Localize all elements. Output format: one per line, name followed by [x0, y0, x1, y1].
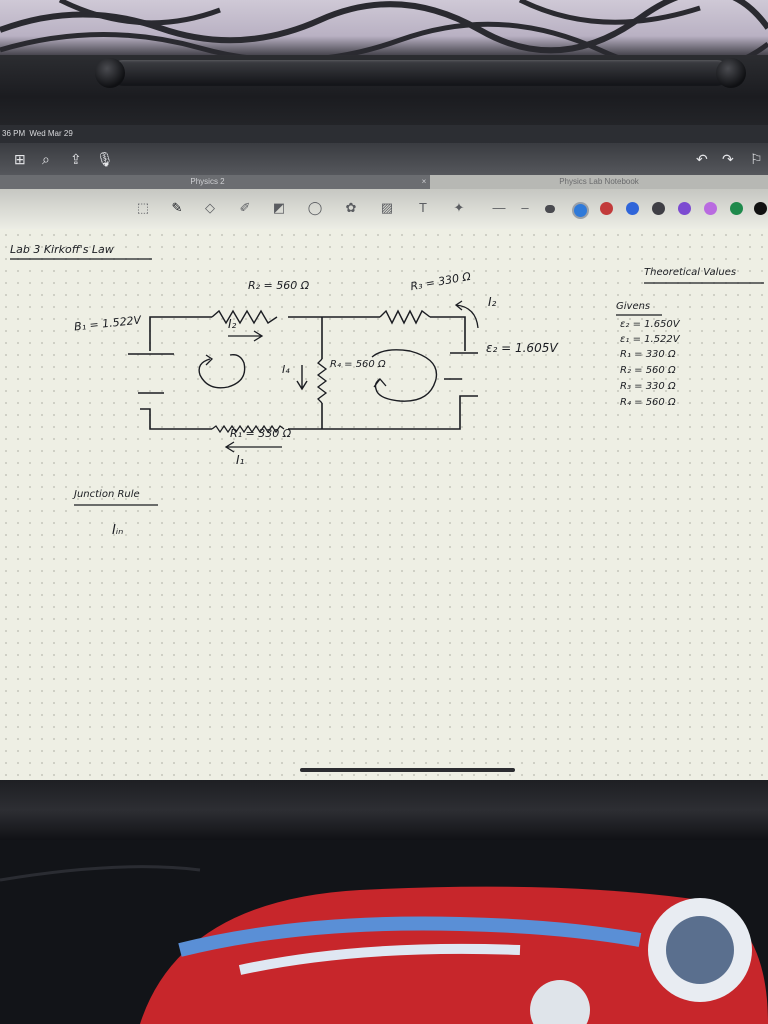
color-swatch[interactable]	[545, 205, 555, 213]
given-r4: R₄ = 560 Ω	[620, 397, 676, 408]
givens-heading: Givens	[616, 301, 651, 312]
color-swatch[interactable]	[600, 202, 613, 215]
i2-label-top: I₂	[228, 317, 237, 331]
color-swatch[interactable]	[652, 202, 665, 215]
given-r2: R₂ = 560 Ω	[620, 365, 676, 376]
r1-label: R₁ = 330 Ω	[230, 427, 292, 440]
given-r1: R₁ = 330 Ω	[620, 349, 676, 360]
text-box-icon[interactable]: T	[419, 200, 427, 215]
i-in-label: Iᵢₙ	[112, 523, 124, 538]
junction-rule-heading: Junction Rule	[74, 489, 140, 500]
r4-label: R₄ = 560 Ω	[330, 359, 386, 370]
search-icon[interactable]: ⌕	[42, 151, 50, 167]
lasso-icon[interactable]: ⬚	[136, 200, 150, 215]
laser-icon[interactable]: ✦	[453, 200, 465, 215]
app-toolbar: ⊞ ⌕ ⇪ 🎙 ↶ ↷ ⚐	[0, 143, 768, 175]
i4-label: I₄	[282, 363, 290, 376]
tab-physics-2[interactable]: Physics 2	[0, 175, 415, 189]
color-swatch[interactable]	[678, 202, 691, 215]
thin-line-icon[interactable]: —	[492, 200, 506, 215]
thin-dash-icon[interactable]: –	[521, 200, 529, 215]
bookmark-icon[interactable]: ⚐	[750, 151, 763, 167]
notebook-page[interactable]: Lab 3 Kirkoff's Law	[0, 229, 768, 780]
given-e1: ε₁ = 1.522V	[620, 334, 680, 345]
color-swatch[interactable]	[754, 202, 767, 215]
r2-label: R₂ = 560 Ω	[248, 279, 310, 292]
apple-pencil	[110, 60, 730, 86]
share-icon[interactable]: ⇪	[70, 151, 82, 167]
status-bar: 36 PM Wed Mar 29	[0, 125, 768, 143]
theoretical-values-heading: Theoretical Values	[644, 267, 737, 278]
microphone-icon[interactable]: 🎙	[96, 151, 114, 167]
lab-title: Lab 3 Kirkoff's Law	[10, 243, 114, 256]
status-date: Wed Mar 29	[29, 129, 73, 138]
image-icon[interactable]: ▨	[380, 200, 394, 215]
tablet-bottom-bezel	[0, 780, 768, 840]
notebook-tabs: Physics 2 × Physics Lab Notebook	[0, 175, 768, 189]
status-time: 36 PM	[2, 129, 26, 138]
e2-label: ε₂ = 1.605V	[486, 341, 558, 355]
color-swatch[interactable]	[704, 202, 717, 215]
pen-icon[interactable]: ✎	[171, 200, 183, 215]
pencil-end-right	[716, 58, 746, 88]
shapes-icon[interactable]: ◩	[272, 200, 286, 215]
color-swatch[interactable]	[572, 202, 589, 219]
given-r3: R₃ = 330 Ω	[620, 381, 676, 392]
home-indicator[interactable]	[300, 768, 515, 772]
circuit-diagram	[10, 258, 764, 506]
i1-label: I₁	[236, 453, 245, 467]
lasso-select-icon[interactable]: ◯	[307, 200, 323, 215]
background-shirt-graphic	[0, 840, 768, 1024]
car-graphic	[0, 865, 768, 1024]
tab-close-icon[interactable]: ×	[421, 177, 427, 186]
given-e2: ε₂ = 1.650V	[620, 319, 680, 330]
color-swatch[interactable]	[730, 202, 743, 215]
sticker-icon[interactable]: ✿	[345, 200, 357, 215]
undo-icon[interactable]: ↶	[696, 151, 708, 167]
tab-label: Physics 2	[190, 177, 225, 186]
i2-label-right: I₂	[488, 295, 497, 309]
highlighter-icon[interactable]: ✐	[239, 200, 251, 215]
tab-physics-lab-notebook[interactable]: Physics Lab Notebook	[430, 175, 768, 189]
eraser-icon[interactable]: ◇	[205, 200, 215, 215]
color-swatch[interactable]	[626, 202, 639, 215]
redo-icon[interactable]: ↷	[722, 151, 734, 167]
pencil-end-left	[95, 58, 125, 88]
tab-label: Physics Lab Notebook	[559, 177, 639, 186]
fabric-pattern	[0, 0, 768, 60]
background-fabric-top	[0, 0, 768, 60]
drawing-toolbar: ⬚ ✎ ◇ ✐ ◩ ◯ ✿ ▨ T ✦ — –	[0, 189, 768, 229]
tablet-screen: 36 PM Wed Mar 29 ⊞ ⌕ ⇪ 🎙 ↶ ↷ ⚐ Physics 2…	[0, 125, 768, 780]
grid-icon[interactable]: ⊞	[14, 151, 26, 167]
